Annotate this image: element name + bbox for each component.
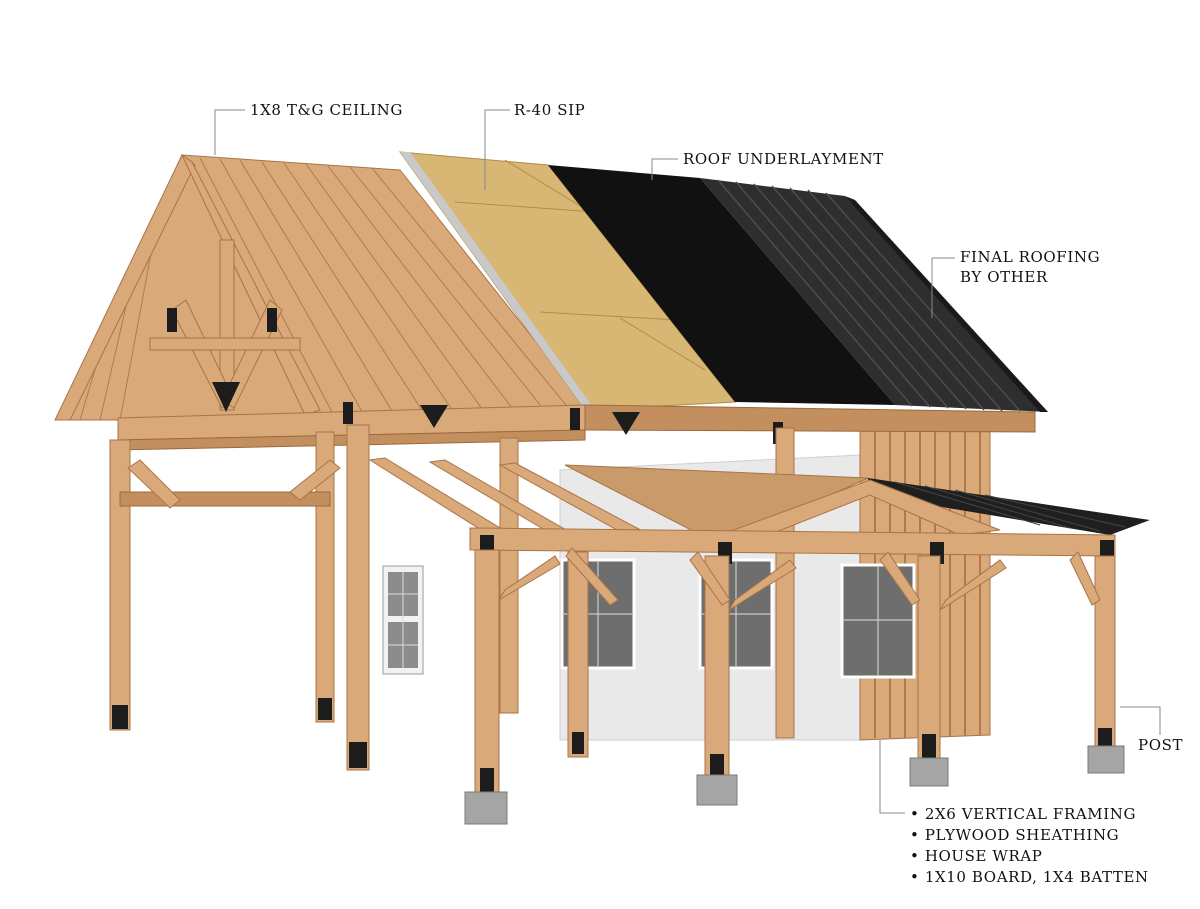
wall-assembly-item: • PLYWOOD SHEATHING <box>910 826 1119 844</box>
label-ceiling: 1X8 T&G CEILING <box>250 101 403 119</box>
callout-labels: 1X8 T&G CEILING R-40 SIP ROOF UNDERLAYME… <box>250 101 1183 754</box>
metal-roofing <box>700 178 1048 412</box>
callout-leaders <box>214 109 1161 814</box>
gable-truss <box>54 153 321 421</box>
wall-assembly-item: • HOUSE WRAP <box>910 847 1042 865</box>
label-sip: R-40 SIP <box>514 101 585 119</box>
roof-underlayment <box>548 165 895 405</box>
label-final-roofing-line2: BY OTHER <box>960 268 1048 286</box>
label-final-roofing-line1: FINAL ROOFING <box>960 248 1100 266</box>
porch-posts <box>474 547 1116 796</box>
wall-assembly-item: • 2X6 VERTICAL FRAMING <box>910 805 1136 823</box>
main-posts <box>109 424 795 771</box>
front-window-3 <box>840 563 916 679</box>
sip-panel <box>398 151 736 411</box>
wall-assembly-list: • 2X6 VERTICAL FRAMING • PLYWOOD SHEATHI… <box>910 805 1149 886</box>
side-window <box>382 565 424 675</box>
wall-assembly-item: • 1X10 BOARD, 1X4 BATTEN <box>910 868 1149 886</box>
concrete-piers <box>464 745 1125 825</box>
label-post: POST <box>1138 736 1183 754</box>
label-underlayment: ROOF UNDERLAYMENT <box>683 150 884 168</box>
